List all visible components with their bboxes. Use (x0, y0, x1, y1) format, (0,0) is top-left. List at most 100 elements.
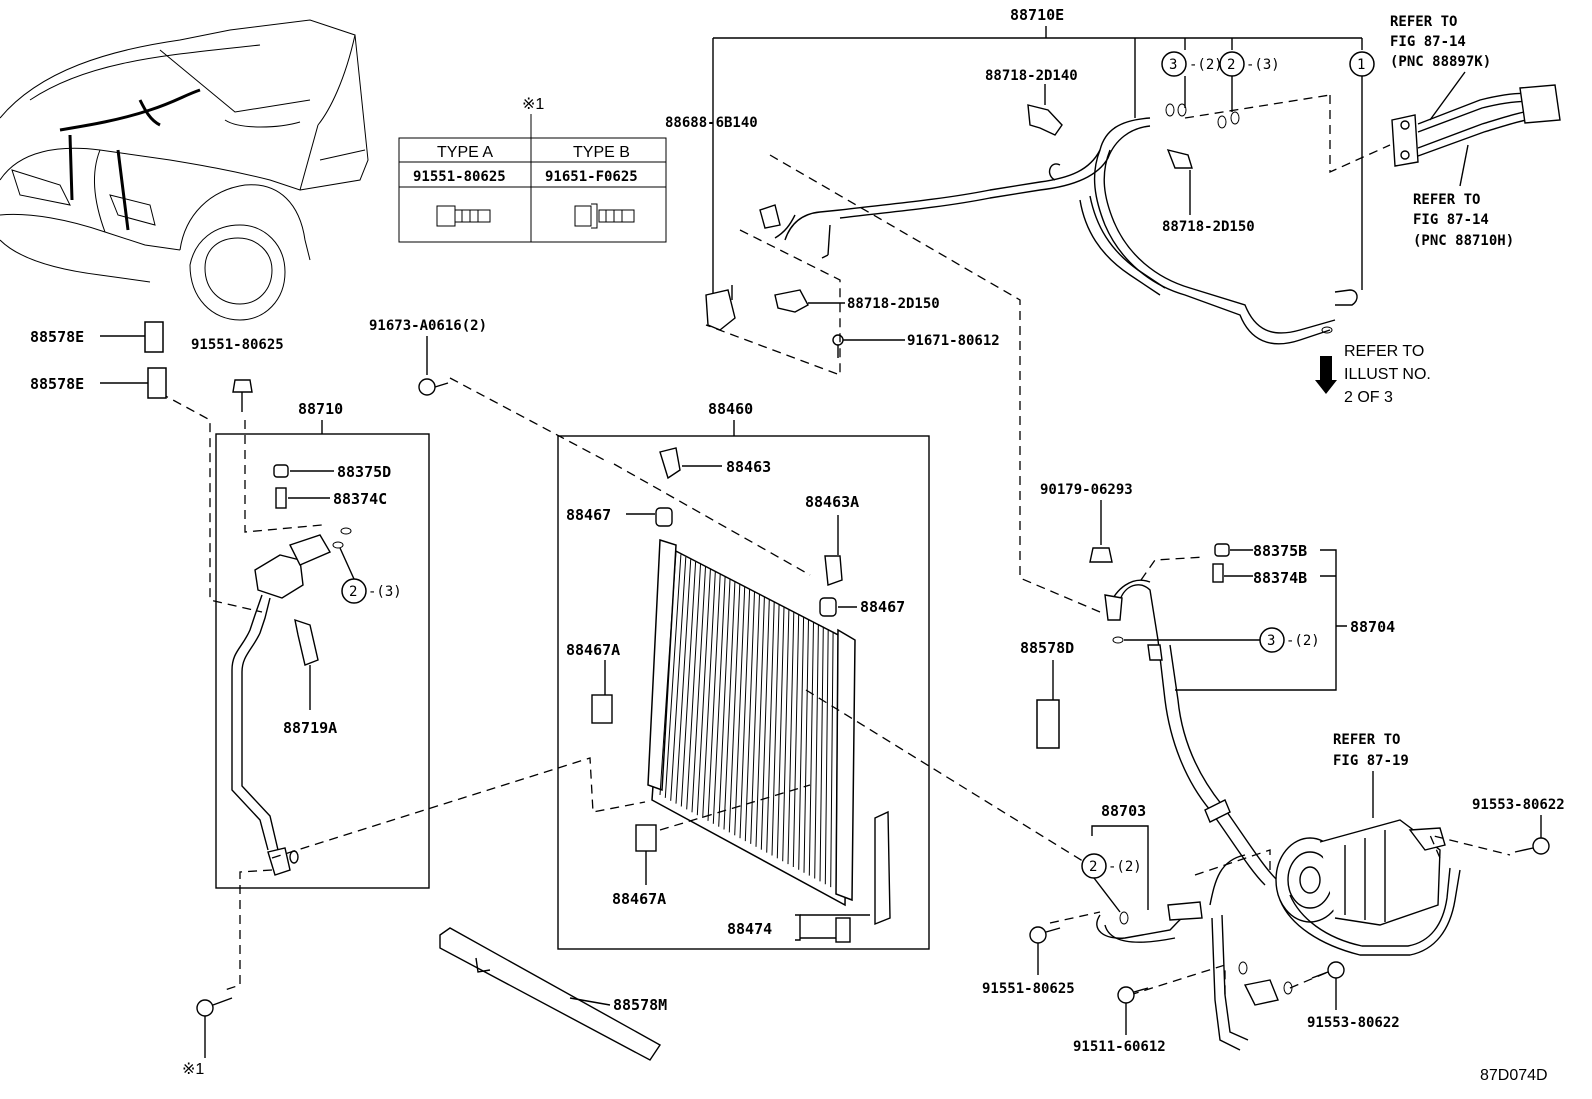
svg-text:-(3): -(3) (368, 584, 402, 600)
type-a-part-number: 91551-80625 (413, 169, 506, 185)
label-88467-2: 88467 (860, 598, 905, 616)
svg-text:REFER TO: REFER TO (1333, 732, 1400, 748)
label-91511-60612: 91511-60612 (1073, 1039, 1166, 1055)
bracket-88688-6b140 (705, 285, 736, 331)
svg-text:FIG 87-14: FIG 87-14 (1390, 34, 1466, 50)
clamp-88718-2d140 (1027, 84, 1063, 136)
assembly-88460-group: 88460 (557, 400, 930, 950)
asterisk-bottom-label: ※1 (182, 1061, 204, 1078)
label-91553-80622-right: 91553-80622 (1472, 797, 1565, 813)
bracket-88463a (824, 515, 843, 586)
condenser-core (647, 538, 856, 907)
o-rings-top (1165, 103, 1333, 334)
vehicle-illustration (0, 19, 369, 321)
bolt-91551-80625-bottom (1029, 926, 1061, 975)
o-rings-bottom (1238, 961, 1293, 995)
bolt-91551-80625-left (232, 379, 253, 412)
label-88375d: 88375D (337, 463, 391, 481)
label-88374c: 88374C (333, 490, 387, 508)
svg-text:2: 2 (349, 584, 357, 600)
label-88463a: 88463A (805, 493, 859, 511)
svg-text:-(2): -(2) (1189, 57, 1223, 73)
label-88719a: 88719A (283, 719, 337, 737)
label-88474: 88474 (727, 920, 772, 938)
label-88718-2d150-mid: 88718-2D150 (847, 296, 940, 312)
hose-88703-drawing (1096, 854, 1461, 1051)
callout-2-left: 2 -(3) (339, 547, 402, 604)
sensor-88375b (1214, 543, 1253, 557)
hose-88704-drawing (1104, 579, 1278, 886)
svg-text:-(2): -(2) (1108, 859, 1142, 875)
clamp-88718-2d150-top (1166, 148, 1193, 215)
diagram-id: 87D074D (1480, 1067, 1548, 1084)
label-88718-2d150-top: 88718-2D150 (1162, 219, 1255, 235)
bracket-88463 (659, 447, 722, 480)
label-88578e-1: 88578E (30, 328, 84, 346)
nut-90179-06293 (1089, 500, 1113, 563)
refer-fig-87-19: REFER TO FIG 87-19 (1333, 732, 1409, 818)
label-88703: 88703 (1101, 802, 1146, 820)
callout-2-top: 2 -(3) (1219, 51, 1280, 77)
svg-text:3: 3 (1267, 633, 1275, 649)
svg-text:REFER TO: REFER TO (1390, 14, 1457, 30)
svg-text:(PNC 88897K): (PNC 88897K) (1390, 54, 1491, 70)
type-a-bolt-icon (436, 205, 491, 227)
refer-fig-87-14-pnc-88710h: REFER TO FIG 87-14 (PNC 88710H) (1413, 144, 1514, 249)
label-88467a-2: 88467A (612, 890, 666, 908)
cushion-88467a-1 (591, 660, 613, 724)
label-88374b: 88374B (1253, 569, 1307, 587)
pad-88578e-1 (144, 321, 164, 353)
svg-text:2 OF 3: 2 OF 3 (1344, 389, 1393, 406)
bolt-91671-80612 (832, 334, 905, 358)
callout-2-bottom: 2 -(2) (1081, 853, 1142, 925)
type-a-header: TYPE A (437, 144, 493, 161)
sensor-88374c (275, 487, 330, 509)
cushion-88467a-2 (635, 824, 657, 885)
svg-text:FIG 87-19: FIG 87-19 (1333, 753, 1409, 769)
label-88710e: 88710E (1010, 6, 1064, 24)
seal-88578m (439, 927, 662, 1061)
pipe-88710e-drawing (759, 117, 1358, 345)
pipe-88710-drawing (231, 534, 332, 876)
cushion-88467-1 (626, 507, 673, 527)
svg-text:REFER TO: REFER TO (1344, 343, 1424, 360)
label-88375b: 88375B (1253, 542, 1307, 560)
sensor-88375d (273, 464, 334, 478)
refer-illust-2-of-3: REFER TO ILLUST NO. 2 OF 3 (1315, 343, 1431, 406)
label-88704: 88704 (1350, 618, 1395, 636)
label-88467-1: 88467 (566, 506, 611, 524)
label-88578e-2: 88578E (30, 375, 84, 393)
svg-text:-(2): -(2) (1286, 633, 1320, 649)
label-88718-2d140: 88718-2D140 (985, 68, 1078, 84)
svg-text:3: 3 (1169, 57, 1177, 73)
svg-text:2: 2 (1089, 859, 1097, 875)
callout-3-top: 3 -(2) (1161, 51, 1223, 77)
label-91671-80612: 91671-80612 (907, 333, 1000, 349)
compressor-drawing (1275, 819, 1446, 926)
svg-text:1: 1 (1357, 57, 1365, 73)
label-91551-80625-left: 91551-80625 (191, 337, 284, 353)
sensor-88374b (1212, 563, 1253, 583)
assembly-88710-group: 88710 (215, 400, 430, 889)
bolt-91511-60612 (1117, 986, 1149, 1035)
label-88463: 88463 (726, 458, 771, 476)
bolt-type-table: ※1 TYPE A TYPE B 91551-80625 91651-F0625 (398, 96, 667, 243)
svg-text:ILLUST NO.: ILLUST NO. (1344, 366, 1431, 383)
o-rings-left (332, 527, 352, 549)
type-b-bolt-icon (574, 203, 635, 229)
label-91673-a0616: 91673-A0616(2) (369, 318, 487, 334)
svg-text:(PNC 88710H): (PNC 88710H) (1413, 233, 1514, 249)
label-88578d: 88578D (1020, 639, 1074, 657)
label-88710: 88710 (298, 400, 343, 418)
type-b-part-number: 91651-F0625 (545, 169, 638, 185)
type-b-header: TYPE B (573, 144, 630, 161)
label-88578m: 88578M (613, 996, 667, 1014)
receiver-88474 (795, 810, 891, 943)
svg-text:2: 2 (1227, 57, 1235, 73)
bolt-asterisk-bottom (196, 997, 233, 1058)
cushion-88467-2 (819, 597, 857, 617)
svg-text:-(3): -(3) (1246, 57, 1280, 73)
callout-3-right: 3 -(2) (1112, 627, 1320, 653)
svg-text:FIG 87-14: FIG 87-14 (1413, 212, 1489, 228)
